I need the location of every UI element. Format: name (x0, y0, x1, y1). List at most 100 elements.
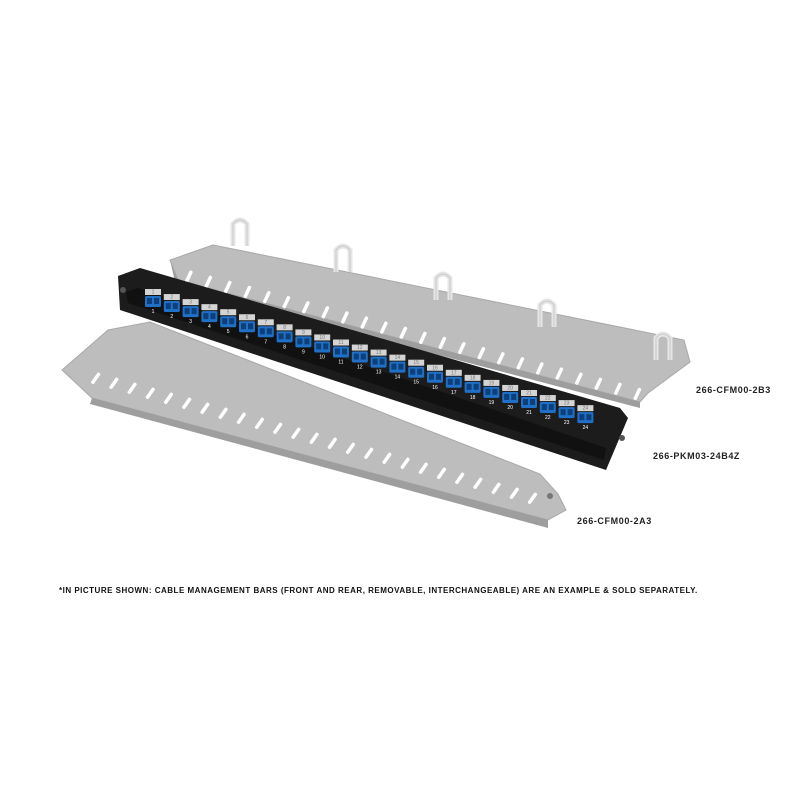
port-number: 22 (545, 415, 551, 421)
port-label: 18 (470, 375, 476, 381)
slot (457, 341, 466, 355)
lc-port: 99 (295, 329, 312, 355)
slot (236, 412, 246, 425)
port-number: 14 (395, 375, 401, 381)
port-label: 20 (507, 385, 513, 391)
port-number: 10 (319, 354, 325, 360)
front-bar-slots (91, 372, 538, 505)
lc-port: 13 13 (370, 349, 387, 376)
lc-port: 21 21 (521, 390, 537, 416)
port-number: 6 (246, 334, 249, 340)
port-number: 21 (526, 410, 532, 416)
front-cable-management-bar (61, 321, 567, 528)
slot (594, 377, 603, 390)
slot (345, 442, 356, 455)
port-label: 16 (432, 365, 438, 371)
slot (509, 487, 519, 500)
port-number: 18 (470, 395, 476, 401)
slot (516, 357, 525, 370)
port-label: 9 (302, 330, 305, 336)
port-label: 4 (208, 305, 211, 311)
port-label: 13 (376, 350, 382, 356)
slot (496, 352, 505, 365)
mount-hole (120, 287, 126, 293)
port-label: 11 (338, 340, 343, 346)
lc-port: 24 24 (577, 405, 594, 431)
slot (291, 427, 301, 440)
rear-bar-slots (184, 270, 642, 401)
slot (254, 417, 265, 430)
rear-bar-part-number: 266-CFM00-2B3 (696, 385, 771, 395)
slot (418, 331, 427, 344)
slot (613, 382, 622, 395)
port-number: 1 (152, 309, 155, 315)
port-label: 8 (283, 325, 286, 331)
slot (282, 295, 291, 309)
slot (438, 336, 447, 350)
slot (527, 492, 538, 505)
slot (145, 387, 155, 400)
port-number: 16 (432, 385, 438, 391)
port-label: 10 (319, 335, 325, 341)
port-number: 7 (264, 339, 267, 345)
slot (204, 275, 213, 288)
port-number: 24 (583, 425, 589, 431)
slot (109, 377, 119, 390)
slot (321, 306, 330, 319)
port-number: 2 (170, 314, 173, 320)
port-number: 8 (283, 344, 286, 350)
port-number: 13 (376, 370, 382, 376)
port-label: 1 (152, 290, 155, 296)
port-row: 1122334455667788991010111112121313141415… (145, 289, 594, 431)
slot (399, 326, 408, 339)
slot (418, 462, 428, 475)
footnote: *IN PICTURE SHOWN: CABLE MANAGEMENT BARS… (59, 586, 698, 595)
slot (477, 346, 486, 360)
mount-hole (619, 435, 625, 441)
port-label: 23 (564, 401, 570, 407)
port-number: 5 (227, 329, 230, 335)
slot (535, 362, 544, 375)
lc-port: 22 22 (539, 395, 556, 421)
port-number: 15 (413, 380, 419, 386)
slot (327, 437, 337, 450)
port-label: 14 (395, 355, 401, 361)
lc-port: 66 (239, 314, 255, 340)
slot (200, 402, 210, 415)
port-label: 22 (545, 396, 551, 402)
port-number: 3 (189, 319, 192, 325)
port-label: 5 (227, 310, 230, 316)
front-bar-part-number: 266-CFM00-2A3 (577, 516, 652, 526)
slot (382, 452, 392, 465)
port-label: 21 (526, 391, 532, 397)
rear-bar-hooks (230, 217, 673, 360)
slot (400, 457, 410, 470)
slot (163, 392, 174, 405)
lc-port: 11 (145, 289, 161, 315)
slot (262, 290, 271, 304)
slot (223, 280, 232, 293)
cable-hook (537, 298, 557, 327)
port-label: 7 (264, 320, 267, 326)
port-label: 15 (413, 360, 419, 366)
lc-port: 55 (220, 309, 237, 335)
slot (182, 397, 192, 410)
slot (360, 316, 369, 329)
slot (273, 422, 283, 435)
slot (455, 472, 465, 485)
slot (436, 467, 447, 480)
slot (243, 285, 252, 299)
port-label: 6 (246, 315, 249, 321)
port-label: 24 (583, 406, 589, 412)
rear-cable-management-bar (169, 217, 691, 408)
slot (127, 382, 137, 395)
